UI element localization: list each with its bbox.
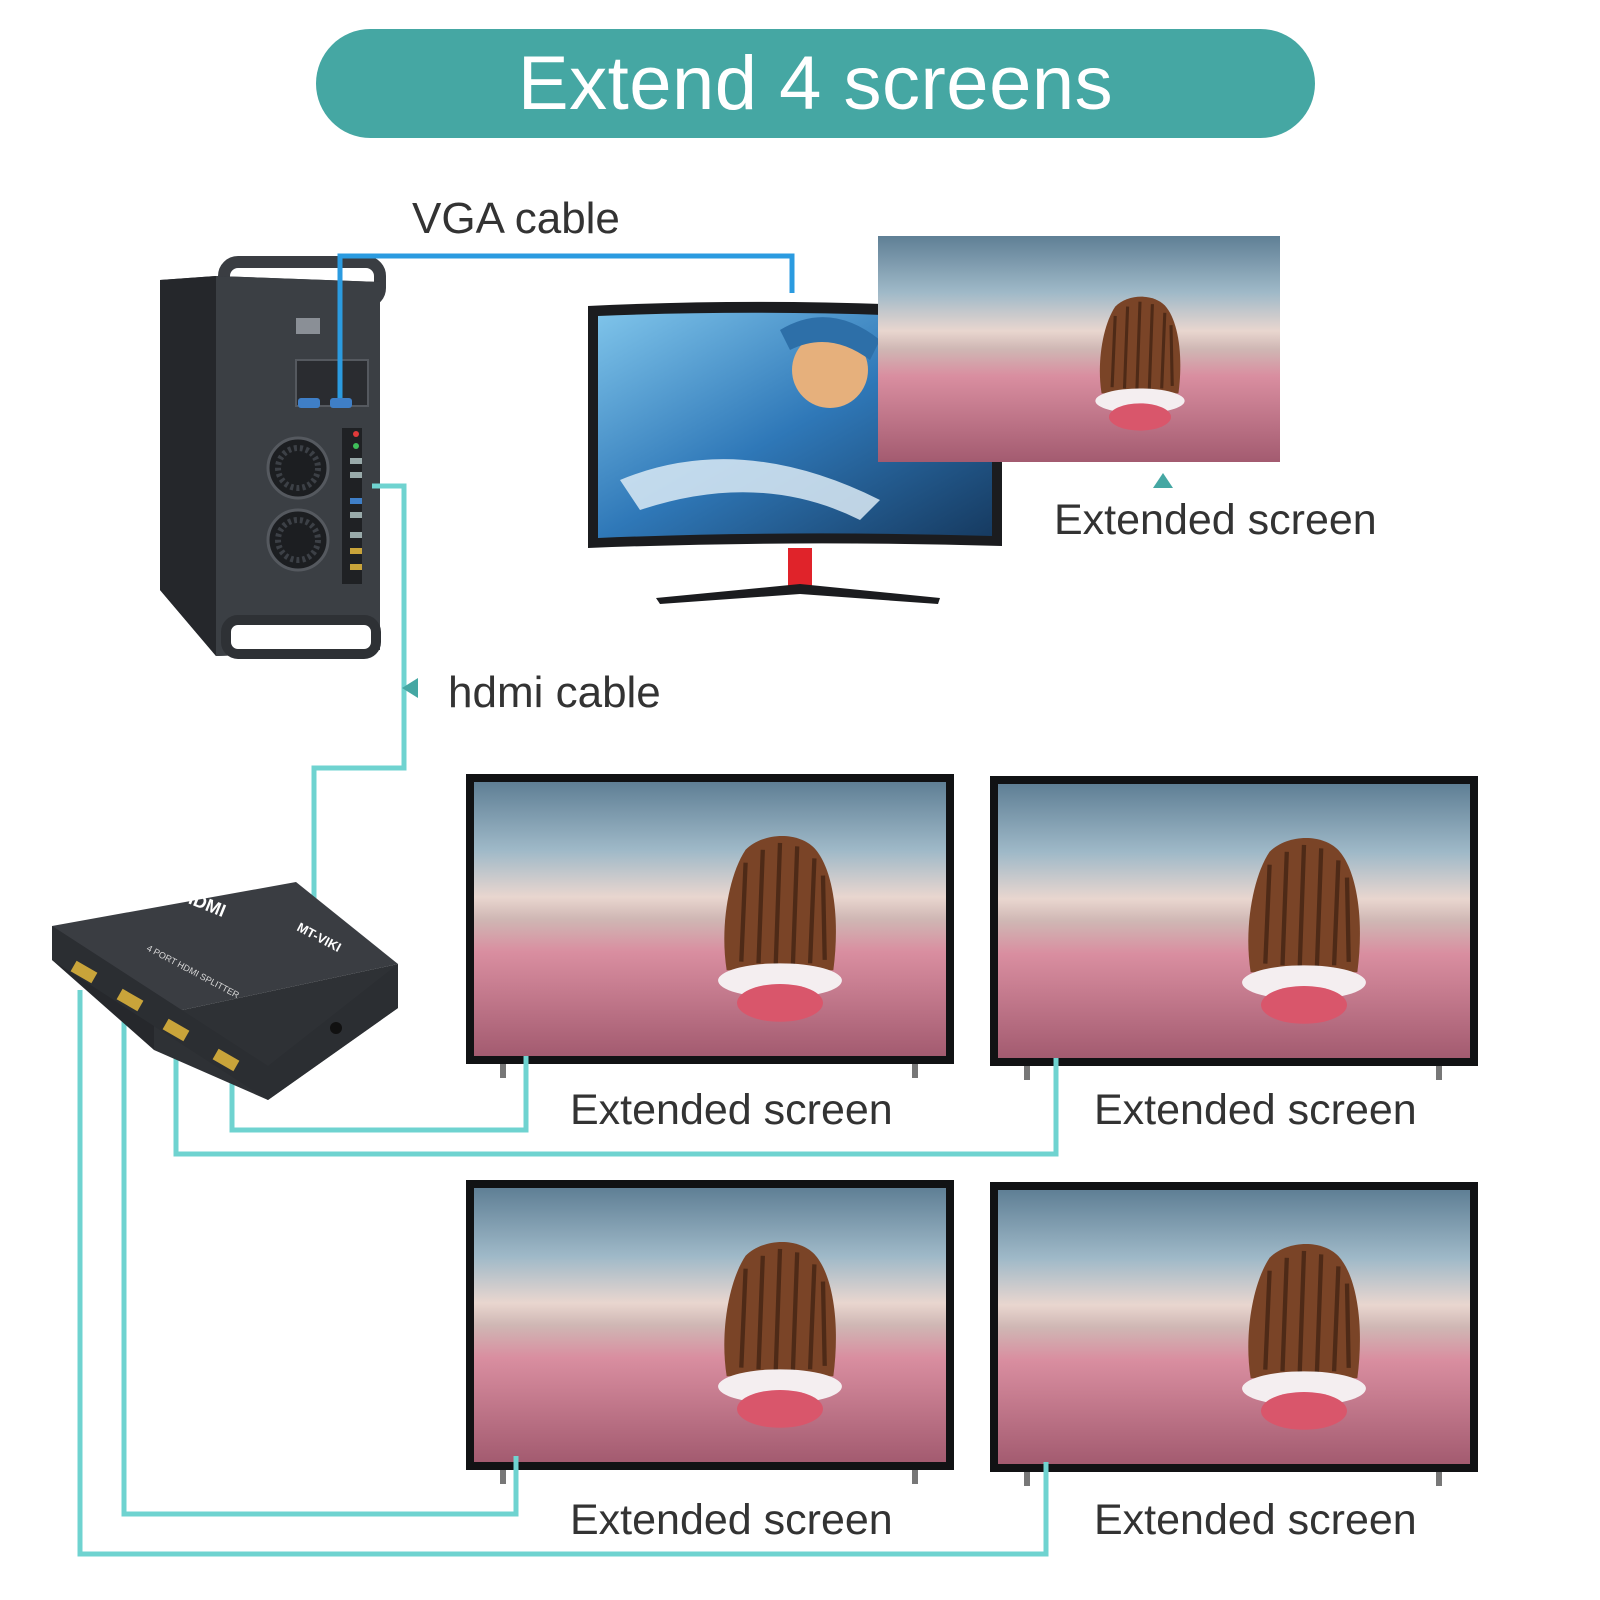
- page-title: Extend 4 screens: [517, 41, 1114, 126]
- extended-screen-arrow: [1153, 473, 1173, 488]
- tv-2: [990, 776, 1478, 1080]
- hdmi-output-cables: [77, 990, 1059, 1557]
- pc-tower: [160, 256, 386, 659]
- extended-screen-label-tv4: Extended screen: [1094, 1496, 1417, 1544]
- extended-screen-label-tv2: Extended screen: [1094, 1086, 1417, 1134]
- extended-screen-label-tv3: Extended screen: [570, 1496, 893, 1544]
- extended-screen-projection: [878, 236, 1280, 462]
- extended-screen-label-top: Extended screen: [1054, 496, 1377, 544]
- hdmi-cable-arrow: [402, 678, 418, 698]
- hdmi-cable-label: hdmi cable: [448, 668, 661, 717]
- tv-4: [990, 1182, 1478, 1486]
- vga-cable-label: VGA cable: [412, 194, 620, 243]
- vga-cable: [337, 253, 795, 398]
- extended-screen-label-tv1: Extended screen: [570, 1086, 893, 1134]
- hdmi-input-cable: [311, 483, 407, 926]
- title-banner: Extend 4 screens: [316, 29, 1315, 138]
- tv-1: [466, 774, 954, 1078]
- hdmi-splitter: HDMI MT-VIKI 4 PORT HDMI SPLITTER: [52, 882, 398, 1100]
- tv-3: [466, 1180, 954, 1484]
